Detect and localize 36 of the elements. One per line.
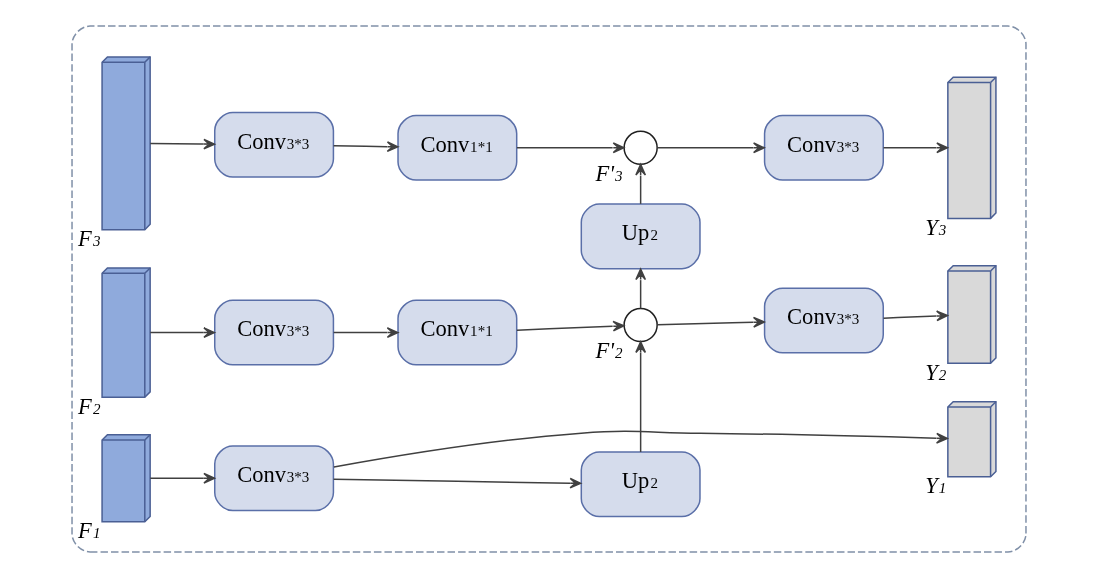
arrow xyxy=(656,142,765,154)
node-box: Up2 xyxy=(580,203,701,270)
node-box: Conv3*3 xyxy=(763,287,884,354)
node-label: Y3 xyxy=(924,214,946,240)
node-label: Y2 xyxy=(924,359,946,385)
node-box: Conv3*3 xyxy=(213,445,334,512)
node-label: F1 xyxy=(77,518,101,544)
arrow xyxy=(634,341,646,453)
node-box: Up2 xyxy=(580,451,701,518)
node-label: F2 xyxy=(77,393,101,419)
arrow xyxy=(656,316,765,328)
node-box: Conv1*1 xyxy=(396,299,517,366)
arrow xyxy=(515,142,625,154)
node-circle xyxy=(622,307,658,343)
arrow xyxy=(882,310,948,322)
node-box: Conv1*1 xyxy=(396,114,517,181)
node-box: Conv3*3 xyxy=(213,299,334,366)
arrow xyxy=(149,138,215,150)
arrow xyxy=(515,320,625,332)
arrow xyxy=(332,430,948,468)
node-label: F'3 xyxy=(595,160,623,186)
arrow xyxy=(332,477,581,489)
node-label: F3 xyxy=(77,226,101,252)
arrow xyxy=(332,141,399,153)
cluster xyxy=(70,25,1027,553)
node-label: F'2 xyxy=(595,338,623,364)
arrow xyxy=(882,142,948,154)
node-box: Conv3*3 xyxy=(763,114,884,181)
arrow xyxy=(149,472,215,484)
arrow xyxy=(149,327,215,339)
node-box: Conv3*3 xyxy=(213,111,334,178)
arrow xyxy=(332,327,399,339)
arrow xyxy=(634,163,646,205)
node-label: Y1 xyxy=(924,473,946,499)
node-circle xyxy=(622,130,658,166)
arrow xyxy=(634,268,646,310)
